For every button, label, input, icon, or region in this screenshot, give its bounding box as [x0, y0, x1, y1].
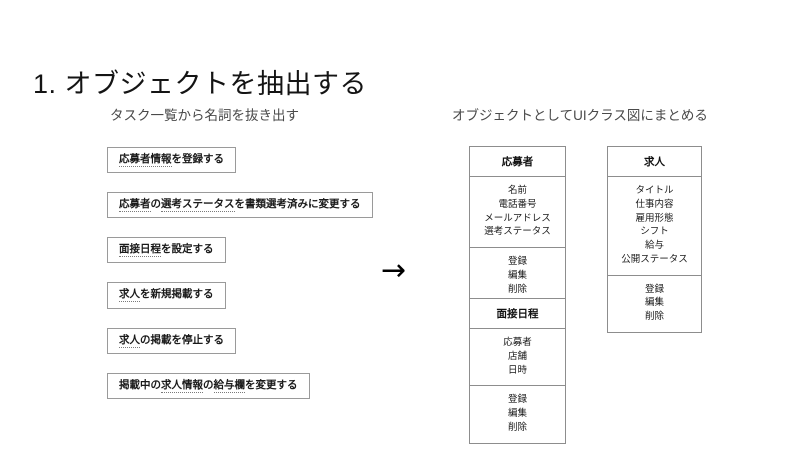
class-member: 登録: [507, 256, 527, 268]
class-box-interview-schedule[interactable]: 面接日程 応募者店舗日時 登録編集削除: [469, 298, 566, 444]
class-box-applicant[interactable]: 応募者 名前電話番号メールアドレス選考ステータス 登録編集削除: [469, 146, 566, 306]
extracted-noun: 求人: [119, 288, 140, 303]
task-box[interactable]: 掲載中の求人情報の給与欄を変更する: [107, 372, 310, 399]
task-box[interactable]: 応募者の選考ステータスを書類選考済みに変更する: [107, 192, 373, 219]
task-box[interactable]: 面接日程を設定する: [107, 237, 226, 264]
class-member: 編集: [507, 269, 527, 281]
extracted-noun: 応募者: [119, 198, 151, 213]
task-row: 応募者の選考ステータスを書類選考済みに変更する: [107, 192, 373, 237]
task-text: の: [150, 198, 162, 211]
class-member: 応募者: [503, 337, 532, 348]
class-member: 選考ステータス: [484, 226, 551, 238]
arrow-right-icon: →: [381, 253, 407, 288]
class-member: 削除: [644, 311, 664, 323]
right-column-caption: オブジェクトとしてUIクラス図にまとめる: [452, 108, 708, 123]
extracted-noun: 給与欄: [213, 378, 245, 393]
class-member: メールアドレス: [484, 212, 551, 224]
class-name-job: 求人: [608, 147, 701, 177]
extracted-noun: 求人: [119, 333, 140, 348]
class-operations-interview-schedule: 登録編集削除: [470, 385, 565, 442]
class-operations-job: 登録編集削除: [608, 274, 701, 332]
task-box[interactable]: 応募者情報を登録する: [107, 147, 236, 174]
task-row: 掲載中の求人情報の給与欄を変更する: [107, 372, 367, 418]
task-text: の掲載を停止する: [140, 333, 224, 346]
task-text: の: [203, 378, 214, 391]
class-member: 登録: [644, 283, 664, 295]
task-text: を登録する: [171, 153, 225, 165]
class-box-job[interactable]: 求人 タイトル仕事内容雇用形態シフト給与公開ステータス 登録編集削除: [607, 146, 702, 333]
task-list: 応募者情報を登録する応募者の選考ステータスを書類選考済みに変更する面接日程を設定…: [107, 147, 373, 418]
extracted-noun: 選考ステータス: [161, 198, 235, 213]
class-member: タイトル: [635, 185, 674, 196]
class-member: 店舗: [507, 350, 527, 362]
task-box[interactable]: 求人の掲載を停止する: [107, 327, 236, 354]
task-row: 求人を新規掲載する: [107, 282, 367, 327]
class-member: 電話番号: [498, 198, 537, 210]
extracted-noun: 面接日程: [119, 243, 161, 258]
class-member: 名前: [507, 185, 527, 196]
class-attributes-interview-schedule: 応募者店舗日時: [470, 329, 565, 385]
task-text: を書類選考済みに変更する: [234, 198, 361, 211]
class-member: 編集: [644, 297, 664, 309]
class-member: シフト: [640, 226, 669, 238]
class-member: 日時: [507, 364, 527, 376]
class-member: 編集: [507, 408, 527, 420]
task-text: を新規掲載する: [140, 288, 214, 301]
class-name-interview-schedule: 面接日程: [470, 299, 565, 329]
page-title: 1. オブジェクトを抽出する: [33, 69, 368, 100]
task-box[interactable]: 求人を新規掲載する: [107, 282, 226, 309]
class-attributes-applicant: 名前電話番号メールアドレス選考ステータス: [470, 177, 565, 247]
extracted-noun: 応募者情報: [119, 153, 172, 167]
task-text: を変更する: [245, 378, 298, 391]
task-text: を設定する: [161, 243, 214, 256]
class-attributes-job: タイトル仕事内容雇用形態シフト給与公開ステータス: [608, 177, 701, 275]
class-member: 公開ステータス: [621, 253, 688, 265]
extracted-noun: 求人情報: [161, 378, 203, 393]
task-text: 掲載中の: [119, 378, 161, 391]
class-member: 給与: [644, 240, 664, 252]
task-row: 求人の掲載を停止する: [107, 327, 367, 373]
task-row: 面接日程を設定する: [107, 237, 367, 282]
class-name-applicant: 応募者: [470, 147, 565, 177]
class-member: 登録: [507, 394, 527, 406]
class-member: 雇用形態: [635, 212, 674, 224]
task-row: 応募者情報を登録する: [107, 147, 367, 192]
class-operations-applicant: 登録編集削除: [470, 247, 565, 304]
left-column-caption: タスク一覧から名詞を抜き出す: [110, 108, 299, 123]
class-member: 削除: [507, 421, 527, 433]
class-member: 削除: [507, 283, 527, 295]
class-member: 仕事内容: [635, 198, 674, 210]
ui-class-diagram: 応募者 名前電話番号メールアドレス選考ステータス 登録編集削除 求人 タイトル仕…: [455, 146, 725, 444]
